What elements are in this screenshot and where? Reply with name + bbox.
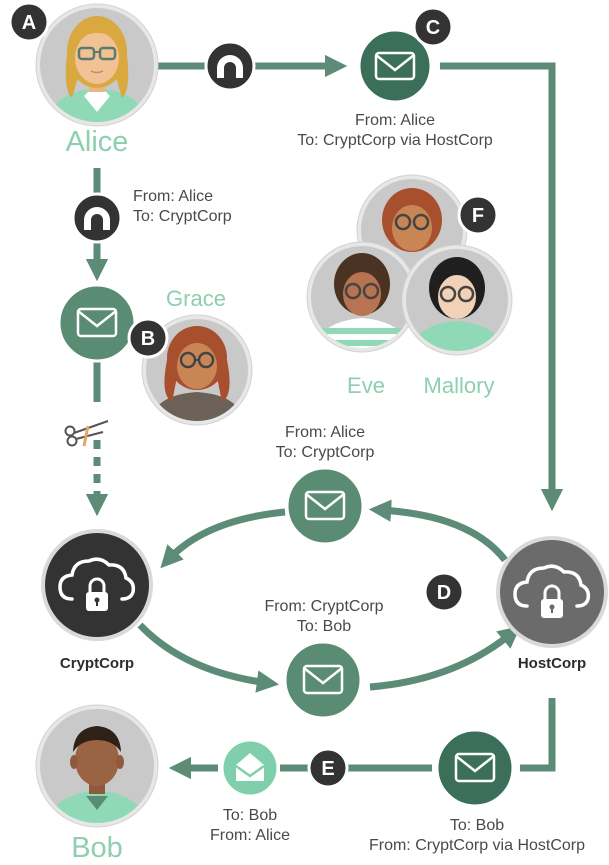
arrow-lower-envelope-to-hostcorp <box>369 625 521 691</box>
cryptcorp-node <box>41 529 153 641</box>
message-e-right-from: From: CryptCorp via HostCorp <box>368 837 586 854</box>
message-e-left-from: From: Alice <box>209 827 290 844</box>
marker-d: D <box>423 571 465 613</box>
envelope-icon <box>302 664 344 695</box>
envelope-open <box>220 738 280 798</box>
connectors <box>85 54 564 780</box>
envelope-d-upper <box>285 466 365 546</box>
message-a-label: From: Alice To: CryptCorp <box>133 187 232 227</box>
grace-name: Grace <box>166 286 226 311</box>
envelope-d-lower <box>283 640 363 720</box>
envelope-c <box>357 28 433 104</box>
message-d-upper-to: To: CryptCorp <box>275 444 375 461</box>
marker-f-label: F <box>472 205 484 227</box>
arrow-hostcorp-down <box>520 698 556 772</box>
message-a-to: To: CryptCorp <box>133 208 232 225</box>
eve-name: Eve <box>347 373 385 398</box>
marker-e: E <box>307 747 349 789</box>
eve-avatar <box>306 241 418 353</box>
envelope-b <box>57 283 137 363</box>
marker-e-label: E <box>321 758 334 780</box>
message-e-right-to: To: Bob <box>449 817 505 834</box>
marker-b: B <box>127 317 169 359</box>
envelope-e <box>435 728 515 808</box>
marker-a-label: A <box>22 12 36 34</box>
marker-f: F <box>457 194 499 236</box>
envelope-icon <box>304 490 346 521</box>
cryptcorp-label: CryptCorp <box>59 655 135 672</box>
arrow-upper-envelope-to-cryptcorp <box>160 508 286 569</box>
arrow-cryptcorp-to-lower-envelope <box>137 622 280 693</box>
marker-b-label: B <box>141 328 155 350</box>
message-c-from: From: Alice <box>354 112 435 129</box>
scissors-accent <box>82 425 90 447</box>
marker-a: A <box>8 1 50 43</box>
arch-tunnel-icon <box>204 40 256 92</box>
arrow-c-to-hostcorp <box>440 62 564 512</box>
scissors-icon <box>64 420 109 447</box>
message-c-to: To: CryptCorp via HostCorp <box>297 132 493 149</box>
hostcorp-label: HostCorp <box>517 655 587 672</box>
envelope-icon <box>76 307 118 338</box>
message-d-upper-from: From: Alice <box>284 424 365 441</box>
marker-d-label: D <box>437 582 451 604</box>
message-c-label: From: Alice To: CryptCorp via HostCorp <box>270 111 520 151</box>
alice-avatar <box>35 3 159 127</box>
bob-avatar <box>35 704 159 828</box>
cloud-lock-icon <box>58 557 136 611</box>
message-e-right-label: To: Bob From: CryptCorp via HostCorp <box>346 816 608 856</box>
message-d-lower-from: From: CryptCorp <box>264 598 384 615</box>
bob-name: Bob <box>71 832 123 864</box>
message-e-left-to: To: Bob <box>222 807 278 824</box>
alice-name: Alice <box>65 126 129 158</box>
mallory-name: Mallory <box>423 373 495 398</box>
message-d-lower-to: To: Bob <box>296 618 352 635</box>
envelope-icon <box>454 752 496 783</box>
arrow-hostcorp-to-upper-envelope <box>368 499 508 563</box>
marker-c: C <box>412 6 454 48</box>
envelope-open-icon <box>236 753 264 781</box>
hostcorp-node <box>496 536 608 648</box>
marker-c-label: C <box>426 17 440 39</box>
envelope-icon <box>374 51 416 81</box>
arch-tunnel-icon <box>71 192 123 244</box>
message-d-upper-label: From: Alice To: CryptCorp <box>250 423 400 463</box>
mallory-avatar <box>401 244 513 356</box>
message-e-left-label: To: Bob From: Alice <box>190 806 310 846</box>
message-d-lower-label: From: CryptCorp To: Bob <box>244 597 404 637</box>
grace-avatar <box>141 314 253 426</box>
message-a-from: From: Alice <box>133 188 214 205</box>
cloud-lock-icon <box>513 564 591 618</box>
